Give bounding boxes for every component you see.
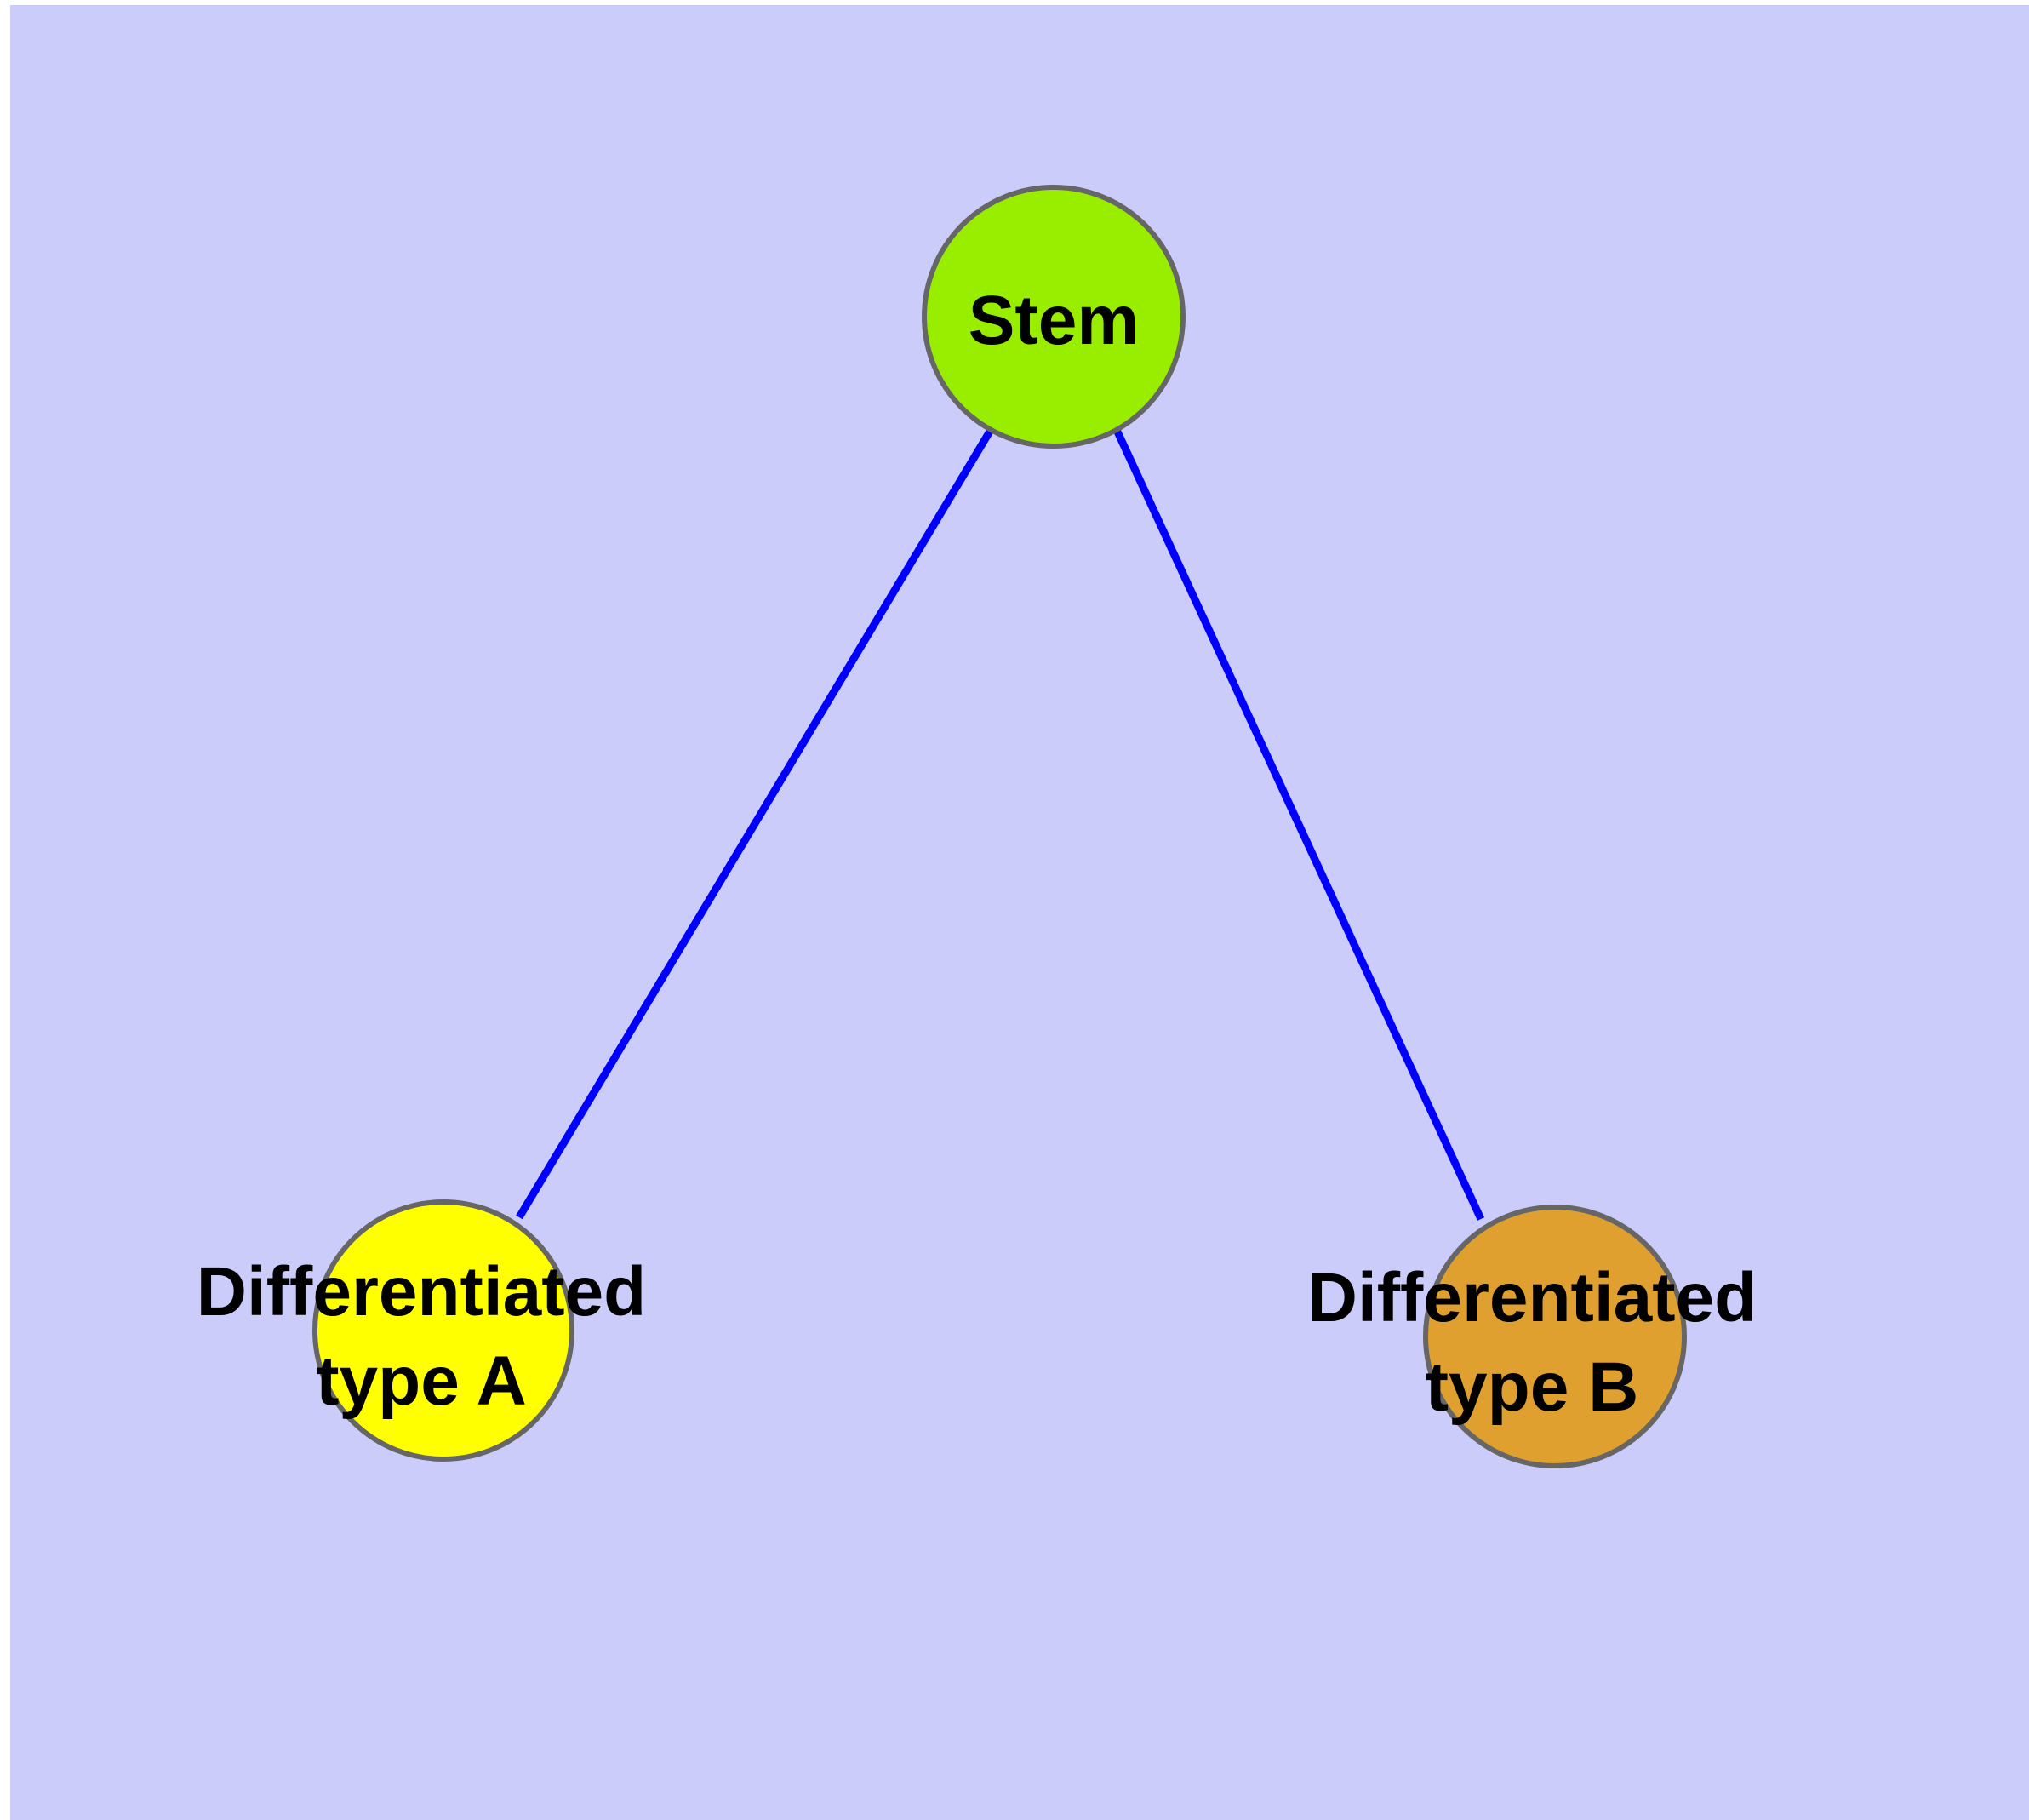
nodes-group — [312, 185, 1687, 1468]
node-label-line: Differentiated — [197, 1253, 647, 1331]
node-diff_b[interactable] — [1423, 1205, 1687, 1468]
node-label-line: type B — [1426, 1348, 1639, 1426]
edges-group — [516, 427, 1485, 1221]
node-label-line: Stem — [969, 282, 1140, 359]
node-diff_a[interactable] — [312, 1199, 574, 1462]
edge-stem-to-b[interactable] — [1112, 428, 1485, 1221]
node-label-line: Differentiated — [1307, 1259, 1758, 1336]
node-label-diff_a: Differentiated type A — [197, 1253, 647, 1420]
node-stem[interactable] — [922, 185, 1186, 449]
node-label-line: type A — [316, 1342, 527, 1420]
edge-stem-to-a[interactable] — [516, 427, 994, 1220]
node-label-diff_b: Differentiated type B — [1307, 1259, 1758, 1426]
node-label-stem: Stem — [969, 282, 1140, 359]
